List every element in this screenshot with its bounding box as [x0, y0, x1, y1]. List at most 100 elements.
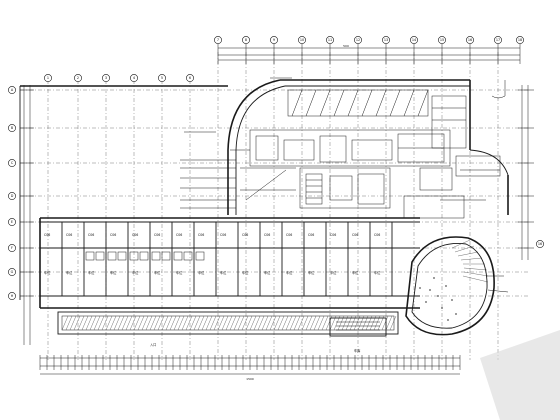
axis-number: 4	[133, 76, 135, 80]
south-block: C06 C06 C06 C06 C06 C06 C06 C06 C06 C06 …	[39, 217, 420, 309]
room-label: C06	[44, 233, 50, 237]
axis-bubble	[8, 124, 16, 132]
room-label: C06	[352, 233, 358, 237]
axis-number: 3	[105, 76, 107, 80]
room-label: C06	[176, 233, 182, 237]
axis-bubble	[8, 292, 16, 300]
pavilion-floor-pattern	[419, 277, 457, 321]
room-label: 车位	[198, 270, 205, 275]
room-label: C06	[330, 233, 336, 237]
axis-bubble	[354, 36, 362, 44]
axis-letter: D	[11, 194, 14, 198]
room-label: 车位	[352, 270, 359, 275]
axis-number: 12	[356, 38, 360, 42]
unit-fixtures	[85, 251, 205, 261]
axis-number: 8	[245, 38, 247, 42]
axis-bubble	[8, 268, 16, 276]
room-label: 车位	[330, 270, 337, 275]
axis-bubble	[8, 86, 16, 94]
room-label: 车位	[264, 270, 271, 275]
axis-bubble	[298, 36, 306, 44]
room-label: 车位	[286, 270, 293, 275]
axis-bubble	[516, 36, 524, 44]
axis-number: 15	[440, 38, 444, 42]
axis-bubble	[326, 36, 334, 44]
bottom-note: 入口	[150, 343, 156, 347]
axis-number: 6	[189, 76, 191, 80]
axis-number: 7	[217, 38, 219, 42]
axis-number: 13	[384, 38, 388, 42]
axis-number: 17	[496, 38, 500, 42]
room-label: C06	[374, 233, 380, 237]
axis-bubble	[466, 36, 474, 44]
axis-number: 14	[412, 38, 416, 42]
axis-bubble	[130, 74, 138, 82]
axis-number: 1	[47, 76, 49, 80]
unit-walls	[61, 222, 393, 296]
room-label: 车位	[44, 270, 51, 275]
room-label: 车位	[220, 270, 227, 275]
axis-number: 16	[468, 38, 472, 42]
axis-bubble	[438, 36, 446, 44]
axis-bubble	[158, 74, 166, 82]
axis-bubble	[270, 36, 278, 44]
axis-bubble	[494, 36, 502, 44]
axis-bubble	[74, 74, 82, 82]
axis-number: 10	[300, 38, 304, 42]
pavilion-stairs	[451, 239, 489, 283]
top-dimension-chain: 500	[217, 44, 521, 64]
axis-bubble	[382, 36, 390, 44]
axis-grid	[20, 52, 530, 360]
axis-letter: G	[11, 270, 14, 274]
axis-number: 2	[77, 76, 79, 80]
bottom-dimension-text: 1500	[246, 377, 254, 381]
room-label: 车位	[176, 270, 183, 275]
room-labels-row2: 车位 车位 车位 车位 车位 车位 车位 车位 车位 车位 车位 车位 车位 车…	[44, 270, 381, 275]
right-dimension-chain: 16	[518, 85, 544, 260]
axis-bubble	[8, 244, 16, 252]
axis-number: 5	[161, 76, 163, 80]
axis-bubble	[8, 218, 16, 226]
axis-letter: A	[11, 88, 14, 92]
room-label: 车位	[242, 270, 249, 275]
left-dimension-chain	[20, 85, 34, 345]
bottom-dimension-chain: 1500 入口 车库	[39, 343, 461, 381]
axis-bubble	[8, 159, 16, 167]
top-dimension-text: 500	[343, 44, 349, 48]
bottom-note: 车库	[354, 348, 361, 353]
north-parking-stalls	[287, 89, 467, 149]
leader-notes	[180, 77, 500, 209]
axis-number: 9	[273, 38, 275, 42]
room-label: C06	[110, 233, 116, 237]
axis-letter: C	[11, 161, 14, 165]
axis-bubble	[186, 74, 194, 82]
axis-bubble	[8, 192, 16, 200]
axis-number: 11	[328, 38, 332, 42]
room-label: 车位	[88, 270, 95, 275]
axis-letter: E	[11, 220, 13, 224]
east-pavilion	[405, 236, 509, 336]
axis-bubble	[242, 36, 250, 44]
axis-letter: B	[11, 126, 14, 130]
room-label: C06	[132, 233, 138, 237]
room-label: 车位	[308, 270, 315, 275]
room-label: C06	[286, 233, 292, 237]
room-label: C06	[220, 233, 226, 237]
north-wing	[19, 77, 509, 300]
axis-letter: F	[11, 246, 13, 250]
service-core	[230, 129, 501, 219]
left-axis-bubbles: A B C D E F G H	[8, 86, 16, 300]
room-label: 车位	[66, 270, 73, 275]
axis-letter: H	[11, 294, 14, 298]
room-label: C06	[198, 233, 204, 237]
room-label: 车位	[132, 270, 139, 275]
axis-bubble	[102, 74, 110, 82]
room-label: C06	[88, 233, 94, 237]
room-label: 车位	[154, 270, 161, 275]
room-label: C06	[154, 233, 160, 237]
room-labels-row1: C06 C06 C06 C06 C06 C06 C06 C06 C06 C06 …	[44, 233, 380, 237]
axis-number: 18	[518, 38, 522, 42]
axis-bubble	[214, 36, 222, 44]
